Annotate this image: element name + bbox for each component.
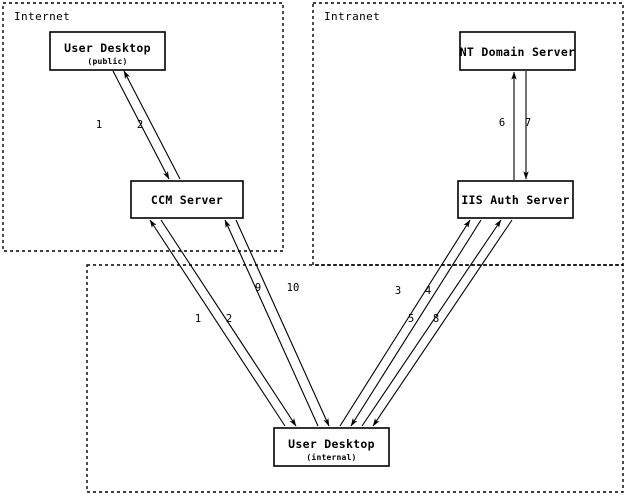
step-label-4: 4 [425,285,431,297]
step-label-1-public: 1 [96,119,102,131]
zone-internal-boundary [86,264,624,493]
node-subtitle-user-desktop-internal: (internal) [306,452,356,462]
node-title-user-desktop-public: User Desktop [64,41,151,55]
node-title-iis-auth-server: IIS Auth Server [461,193,569,207]
step-label-5: 5 [408,313,414,325]
zone-internet-boundary [2,2,284,252]
flow-group-internal-iis-34 [339,219,482,427]
node-box-user-desktop-internal[interactable] [273,427,390,467]
step-label-7: 7 [525,117,531,129]
node-subtitle-user-desktop-public: (public) [87,56,127,66]
flow-line-2-ccm-to-public [123,70,181,180]
node-box-nt-domain-server[interactable] [459,31,576,71]
flow-line-1-internal-to-ccm [149,219,286,427]
node-box-ccm-server[interactable] [130,180,244,219]
node-box-user-desktop-public[interactable] [49,31,166,71]
flow-line-8-iis-to-internal [372,219,513,427]
step-label-2-internal: 2 [226,313,232,325]
step-label-9: 9 [255,282,261,294]
flow-group-public-ccm [112,70,181,180]
flow-line-1-public-to-ccm [112,70,170,180]
node-title-nt-domain-server: NT Domain Server [460,45,576,59]
step-label-3: 3 [395,285,401,297]
flow-line-5-internal-to-iis [361,219,502,427]
zone-label-internet: Internet [14,10,70,23]
flow-line-2-ccm-to-internal [160,219,297,427]
node-user-desktop-public[interactable]: User Desktop (public) [49,31,166,71]
node-ccm-server[interactable]: CCM Server [130,180,244,219]
node-title-user-desktop-internal: User Desktop [288,437,375,451]
flow-step-labels: 1 2 1 2 9 10 3 4 5 8 6 7 [96,117,531,325]
step-label-6: 6 [499,117,505,129]
flow-line-4-iis-to-internal [350,219,482,427]
flow-group-internal-ccm-910 [224,219,330,427]
node-title-ccm-server: CCM Server [151,193,223,207]
step-label-8: 8 [433,313,439,325]
flow-group-internal-ccm-12 [149,219,297,427]
step-label-2-public: 2 [137,119,143,131]
flow-group-iis-nt [511,71,529,180]
flow-line-10-ccm-to-internal [235,219,330,427]
flow-line-9-internal-to-ccm [224,219,319,427]
node-box-iis-auth-server[interactable] [457,180,574,219]
flow-group-internal-iis-58 [361,219,513,427]
flow-line-3-internal-to-iis [339,219,471,427]
node-user-desktop-internal[interactable]: User Desktop (internal) [273,427,390,467]
zone-label-intranet: Intranet [324,10,380,23]
node-iis-auth-server[interactable]: IIS Auth Server [457,180,574,219]
step-label-10: 10 [287,282,300,294]
node-nt-domain-server[interactable]: NT Domain Server [459,31,576,71]
step-label-1-internal: 1 [195,313,201,325]
